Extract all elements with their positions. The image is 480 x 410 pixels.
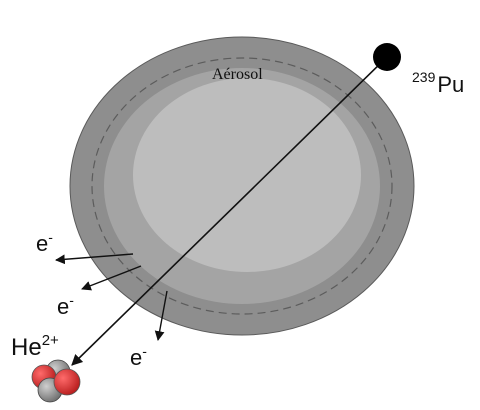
pu-source-particle bbox=[373, 43, 401, 71]
aerosol-inner-core bbox=[133, 78, 361, 272]
alpha-charge: 2+ bbox=[42, 332, 59, 349]
aerosol-label: Aérosol bbox=[212, 66, 263, 83]
electron-label-3: e- bbox=[130, 343, 147, 370]
alpha-trajectory-arrow bbox=[71, 57, 387, 366]
electron-arrow-2 bbox=[81, 265, 142, 291]
electron-label-2: e- bbox=[57, 292, 74, 319]
pu-element-symbol: Pu bbox=[437, 72, 464, 97]
proton-2 bbox=[53, 368, 81, 396]
alpha-symbol: He bbox=[11, 334, 42, 361]
electron-arrow-3 bbox=[154, 290, 168, 341]
helium-nucleus-icon bbox=[31, 359, 81, 403]
electron-label-1: e- bbox=[36, 229, 53, 256]
aerosol-dashed-boundary bbox=[91, 57, 393, 315]
alpha-label: He2+ bbox=[11, 332, 59, 361]
pu-label: 239Pu bbox=[412, 69, 464, 97]
pu-mass-number: 239 bbox=[412, 69, 436, 85]
electron-arrow-1 bbox=[55, 253, 134, 265]
